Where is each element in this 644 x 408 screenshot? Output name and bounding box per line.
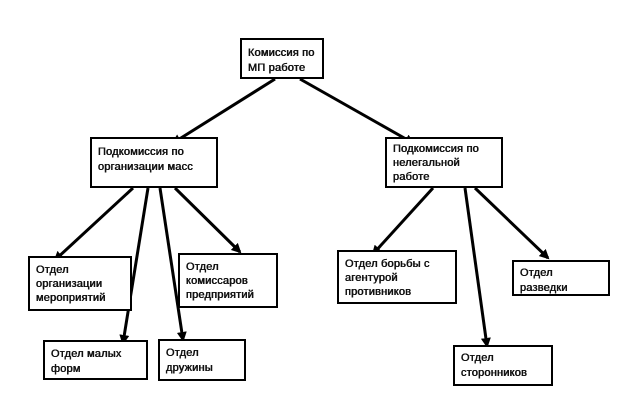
edge-mass-to-commiss xyxy=(173,186,242,254)
node-label: Отдел xyxy=(186,261,219,273)
node-label: организации xyxy=(36,278,103,290)
edge-illegal-to-agents xyxy=(371,186,435,256)
node-label: работе xyxy=(393,171,430,183)
node-subcommission-illegal-work: Подкомиссия по нелегальной работе xyxy=(385,137,503,188)
node-label: Подкомиссия по xyxy=(98,146,184,158)
edge-root-to-illegal xyxy=(299,77,415,145)
node-label: Отдел xyxy=(36,264,69,276)
node-label: противников xyxy=(345,286,412,298)
node-dept-druzhiny: Отдел дружины xyxy=(158,339,246,381)
node-label: нелегальной xyxy=(393,157,460,169)
node-label: Отдел xyxy=(461,352,494,364)
node-label: Отдел борьбы с xyxy=(345,258,430,270)
node-label: Отдел xyxy=(166,347,199,359)
node-subcommission-mass-organization: Подкомиссия по организации масс xyxy=(90,137,218,188)
node-label: предприятий xyxy=(186,289,255,301)
node-label: организации масс xyxy=(98,161,194,173)
node-label: комиссаров xyxy=(186,275,248,287)
edge-illegal-to-recon xyxy=(473,186,550,260)
node-label: МП работе xyxy=(248,62,306,74)
node-dept-events-organization: Отдел организации мероприятий xyxy=(28,256,132,311)
node-label: Отдел xyxy=(520,267,553,279)
node-dept-enterprise-commissars: Отдел комиссаров предприятий xyxy=(178,253,278,308)
node-label: Отдел малых xyxy=(51,348,122,360)
node-dept-supporters: Отдел сторонников xyxy=(453,345,553,386)
edge-root-to-mass xyxy=(171,77,276,145)
node-label: разведки xyxy=(520,282,568,294)
node-dept-small-forms: Отдел малых форм xyxy=(43,340,148,380)
node-dept-reconnaissance: Отдел разведки xyxy=(512,260,610,296)
node-label: агентурой xyxy=(345,272,398,284)
node-dept-counter-agents: Отдел борьбы с агентурой противников xyxy=(337,250,457,304)
node-label: Подкомиссия по xyxy=(393,143,479,155)
node-label: Комиссия по xyxy=(248,47,315,59)
node-label: дружины xyxy=(166,362,213,374)
node-commission-mp-work: Комиссия по МП работе xyxy=(240,38,324,79)
edge-illegal-to-support xyxy=(463,187,491,348)
edge-mass-to-small xyxy=(119,187,150,345)
edge-mass-to-events xyxy=(53,186,135,262)
node-label: форм xyxy=(51,363,81,375)
node-label: сторонников xyxy=(461,367,528,379)
node-label: мероприятий xyxy=(36,292,106,304)
edge-mass-to-druzhiny xyxy=(158,187,187,342)
